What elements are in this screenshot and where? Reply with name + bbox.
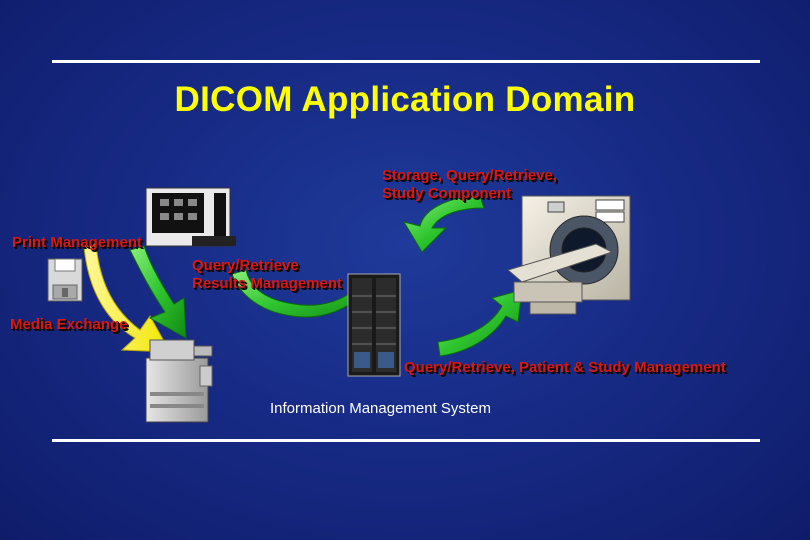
ims-label: Information Management System [270, 400, 491, 417]
print-management-label: Print Management [12, 234, 143, 251]
storage-label: Storage, Query/Retrieve, Study Component [382, 167, 557, 203]
green-arrow-print [129, 245, 187, 339]
page-title: DICOM Application Domain [174, 80, 636, 119]
qr-patient-label: Query/Retrieve, Patient & Study Manageme… [404, 359, 726, 376]
green-arrow-patient [437, 289, 523, 357]
top-rule [52, 60, 760, 63]
floppy-disk-icon [47, 258, 83, 302]
qr-results-line2: Results Management [192, 275, 343, 292]
storage-label-line2: Study Component [382, 185, 512, 202]
bottom-rule [52, 439, 760, 442]
qr-results-label: Query/Retrieve Results Management [192, 257, 342, 293]
media-exchange-label: Media Exchange [10, 316, 128, 333]
storage-label-line1: Storage, Query/Retrieve, [382, 167, 558, 184]
qr-results-line1: Query/Retrieve [192, 257, 299, 274]
printer-icon [145, 339, 213, 423]
yellow-arrow [83, 243, 171, 353]
workstation-icon [145, 187, 236, 247]
ct-scanner-icon [506, 195, 631, 315]
server-rack-icon [347, 273, 401, 377]
green-arrow-storage [402, 195, 485, 253]
